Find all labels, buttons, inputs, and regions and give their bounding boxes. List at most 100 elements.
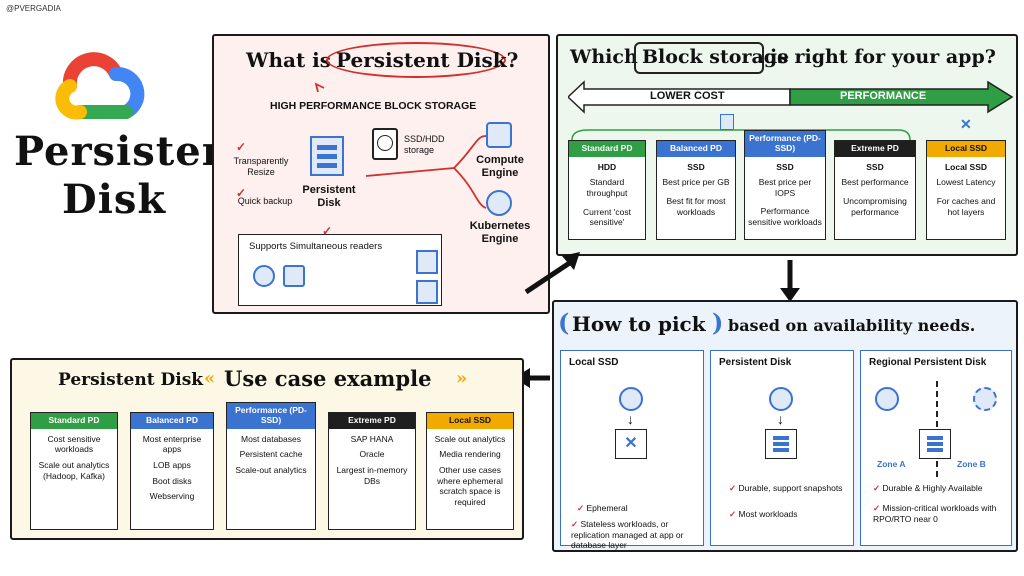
card-line2: Best price per GB [662,177,730,188]
card-header: Standard PD [569,141,645,157]
availability-col-persistent-disk: Persistent Disk ↓ ✓ Durable, support sna… [710,350,854,546]
storage-card-standard: Standard PD HDD Standard throughput Curr… [568,140,646,240]
persistent-disk-icon [416,250,438,274]
card-header: Standard PD [31,413,117,429]
note-mission-critical: ✓ Mission-critical workloads with RPO/RT… [873,503,997,524]
storage-card-performance: Performance (PD-SSD) SSD Best price per … [744,130,826,240]
heading-circle [326,42,506,78]
card-line2: Best price per IOPS [758,177,812,198]
usecase-item: Scale out analytics (Hadoop, Kafka) [38,460,110,481]
availability-col-regional-pd: Regional Persistent Disk Zone A Zone B ✓… [860,350,1012,546]
card-header: Performance (PD-SSD) [745,131,825,157]
usecase-item: Other use cases where ephemeral scratch … [437,465,503,507]
check-icon: ✓ [322,224,333,238]
main-title-line1: Persistent [14,128,252,175]
card-line3: Uncompromising performance [843,196,907,217]
note-ephemeral: ✓ Ephemeral [577,503,628,513]
usecase-item: Media rendering [439,449,501,460]
grouping-brackets [571,129,911,141]
persistent-disk-icon [310,136,344,176]
what-heading-pre: What is [246,48,332,72]
compute-engine-icon [619,387,643,411]
pick-heading-boxed: How to pick [572,312,706,336]
which-storage-panel: Which Block storage is right for your ap… [556,34,1018,256]
use-case-panel: Persistent Disk « Use case example » Sta… [10,358,524,540]
check-icon: ✓ [236,140,247,154]
card-line2: Best performance [841,177,909,188]
chevrons-right-icon: » [456,368,468,389]
pick-bracket-right: ) [712,308,724,337]
which-heading-post: is right for your app? [770,46,996,68]
author-credit: @PVERGADIA [6,4,61,13]
local-ssd-icon: ✕ [960,116,972,132]
usecase-card-extreme: Extreme PD SAP HANA Oracle Largest in-me… [328,412,416,530]
google-cloud-logo [55,52,145,120]
card-header: Local SSD [927,141,1005,157]
usecase-heading-pre: Persistent Disk [58,370,204,390]
which-heading-boxed: Block storage [642,46,790,68]
what-heading-circled: Persistent Disk? [336,48,519,72]
availability-col-local-ssd: Local SSD ↓ ✕ ✓ Ephemeral ✓ Stateless wo… [560,350,704,550]
usecase-item: SAP HANA [350,433,394,444]
compute-engine-icon [283,265,305,287]
card-type: HDD [597,161,617,172]
storage-card-extreme: Extreme PD SSD Best performance Uncompro… [834,140,916,240]
persistent-disk-icon [919,429,951,459]
card-line3: Performance sensitive workloads [748,206,822,228]
persistent-disk-icon [720,114,734,130]
card-type: SSD [866,161,884,172]
compute-engine-icon [973,387,997,411]
storage-card-balanced: Balanced PD SSD Best price per GB Best f… [656,140,736,240]
card-type: SSD [776,161,794,172]
note-durable: ✓ Durable, support snapshots [729,483,843,493]
compute-engine-icon [875,387,899,411]
check-icon: ✓ [236,186,247,200]
usecase-card-balanced: Balanced PD Most enterprise apps LOB app… [130,412,214,530]
usecase-item: Oracle [359,449,385,460]
pick-bracket-left: ( [558,308,570,337]
which-heading-pre: Which [570,46,638,68]
cost-performance-arrow [568,80,1014,114]
card-type: Local SSD [944,161,988,172]
col-title: Regional Persistent Disk [869,357,987,368]
feature-resize: Transparently Resize [233,156,289,177]
note-stateless: ✓ Stateless workloads, or replication ma… [571,519,684,551]
zone-b-label: Zone B [957,459,986,469]
usecase-item: Most databases [240,433,301,444]
usecase-card-standard: Standard PD Cost sensitive workloads Sca… [30,412,118,530]
usecase-item: Scale-out analytics [235,464,307,475]
readers-label: Supports Simultaneous readers [249,241,383,252]
feature-backup: Quick backup [237,196,293,206]
usecase-card-local-ssd: Local SSD Scale out analytics Media rend… [426,412,514,530]
readers-box: Supports Simultaneous readers [238,234,442,306]
performance-label: PERFORMANCE [840,90,927,102]
col-title: Persistent Disk [719,357,792,368]
card-header: Extreme PD [329,413,415,429]
compute-engine-icon [486,122,512,148]
what-is-panel: What is Persistent Disk? HIGH PERFORMANC… [212,34,550,314]
card-line2: Lowest Latency [936,177,996,188]
storage-card-local-ssd: Local SSD Local SSD Lowest Latency For c… [926,140,1006,240]
usecase-item: Scale out analytics [434,433,506,444]
card-header: Balanced PD [657,141,735,157]
kubernetes-label: Kubernetes Engine [469,220,531,245]
center-label: Persistent Disk [302,184,356,210]
card-type: SSD [687,161,705,172]
hard-drive-icon [372,128,398,160]
main-title-line2: Disk [62,176,167,223]
usecase-card-performance: Performance (PD-SSD) Most databases Pers… [226,402,316,530]
usecase-item: LOB apps [153,460,191,471]
storage-label: SSD/HDD storage [404,134,445,155]
card-line3: Best fit for most workloads [666,196,726,217]
card-header: Local SSD [427,413,513,429]
down-arrow-icon: ↓ [627,411,634,427]
col-title: Local SSD [569,357,619,368]
card-header: Performance (PD-SSD) [227,403,315,429]
usecase-item: Persistent cache [239,449,303,460]
note-most-workloads: ✓ Most workloads [729,509,798,519]
lower-cost-label: LOWER COST [650,90,725,102]
usecase-item: Boot disks [152,475,192,486]
pick-heading-post: based on availability needs. [728,316,976,335]
card-line3: For caches and hot layers [936,196,996,217]
down-arrow-icon: ↓ [777,411,784,427]
